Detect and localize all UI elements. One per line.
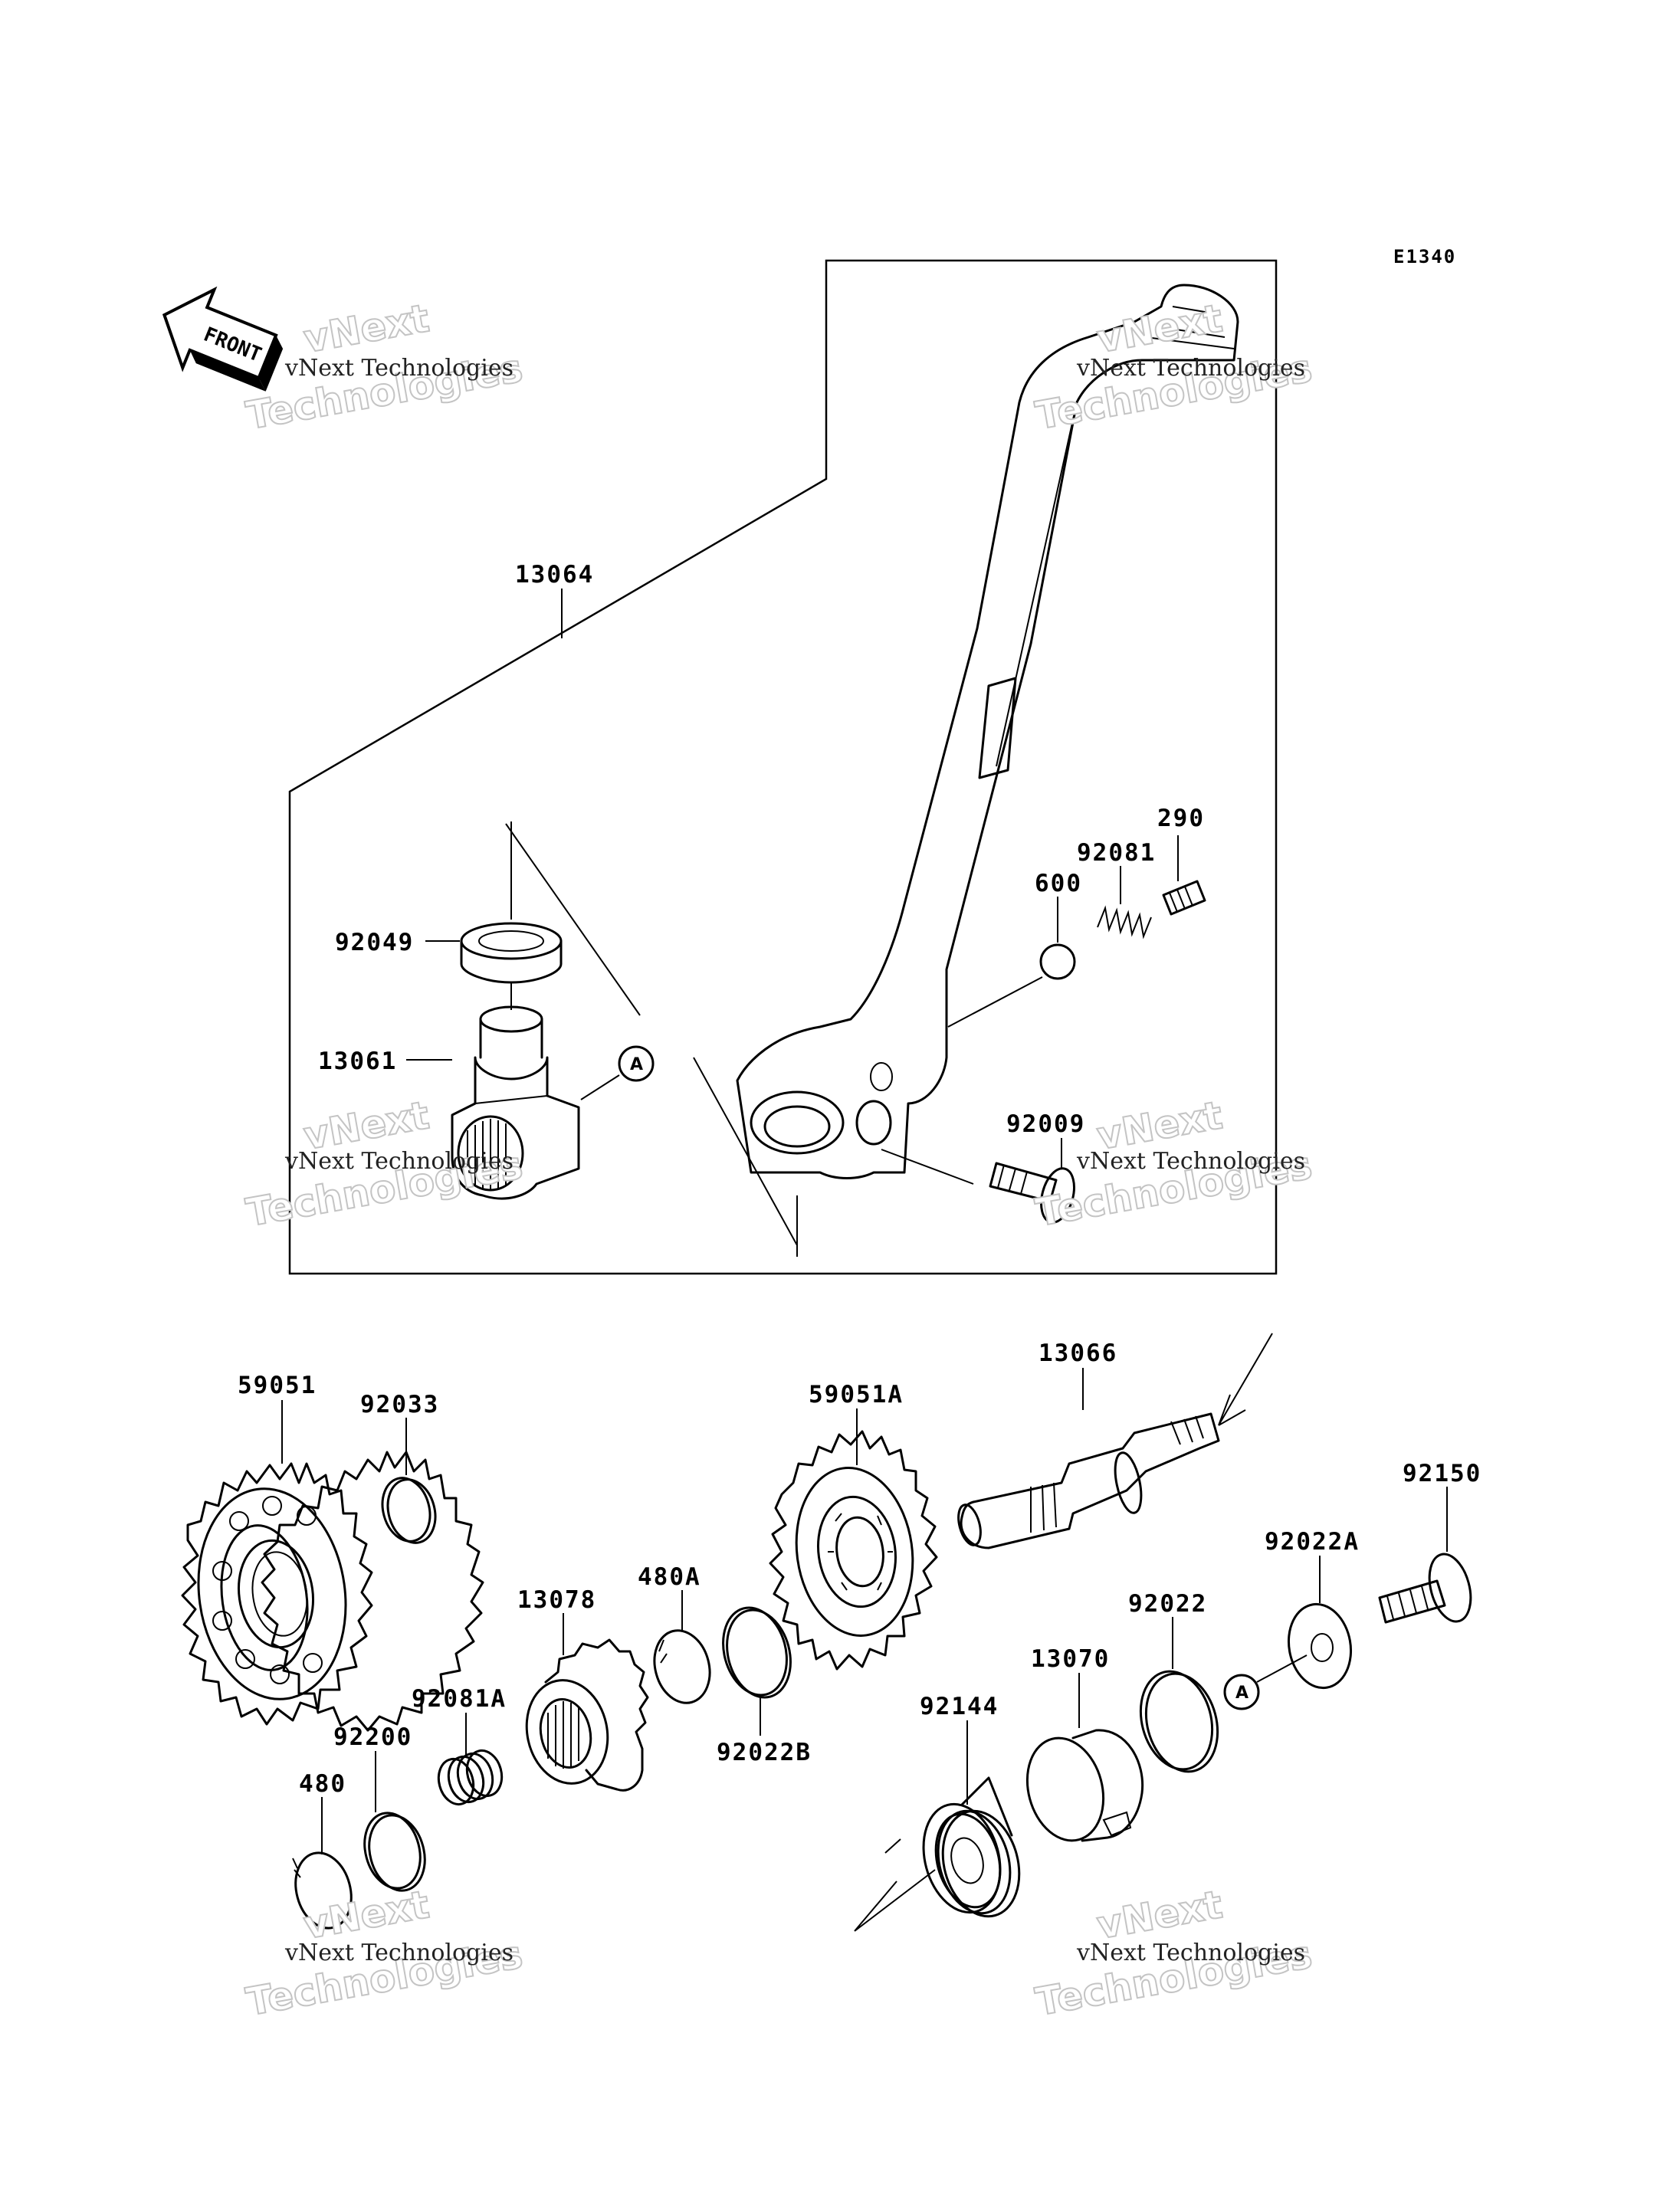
part-label-92022[interactable]: 92022	[1128, 1590, 1207, 1618]
part-label-13070[interactable]: 13070	[1031, 1645, 1110, 1673]
part-label-13066[interactable]: 13066	[1039, 1340, 1117, 1367]
svg-text:vNext Technologies: vNext Technologies	[1076, 1148, 1305, 1175]
watermark-top-left: vNext Technologies vNext Technologies	[242, 295, 527, 439]
svg-text:vNext: vNext	[300, 296, 432, 362]
part-label-290[interactable]: 290	[1157, 805, 1205, 832]
front-arrow-icon: FRONT	[162, 286, 284, 392]
svg-text:vNext: vNext	[1094, 296, 1226, 362]
kick-shaft	[957, 1333, 1273, 1549]
part-label-92009[interactable]: 92009	[1006, 1110, 1085, 1138]
assembly-frame	[288, 259, 1278, 1275]
detent-plug	[1162, 835, 1206, 916]
part-label-92144[interactable]: 92144	[920, 1693, 999, 1720]
svg-text:vNext: vNext	[1094, 1882, 1226, 1948]
kick-boss	[451, 821, 641, 1200]
circlip-480	[292, 1797, 353, 1930]
washer-92200	[363, 1751, 426, 1892]
detent-ball	[1039, 897, 1076, 980]
watermark-bottom-right: vNext Technologies vNext Technologies	[1032, 1881, 1316, 2025]
bolt-92150	[1378, 1487, 1472, 1624]
kick-spring-92144	[854, 1720, 1021, 1932]
part-label-13078[interactable]: 13078	[517, 1586, 596, 1614]
lever-pivot-leaders	[693, 1057, 798, 1257]
part-label-600[interactable]: 600	[1035, 870, 1082, 897]
svg-text:A: A	[1235, 1684, 1249, 1703]
svg-text:vNext Technologies: vNext Technologies	[1076, 355, 1305, 382]
ref-marker-a-top: A	[580, 1045, 655, 1100]
svg-text:vNext Technologies: vNext Technologies	[1076, 1940, 1305, 1966]
part-label-92022a[interactable]: 92022A	[1265, 1528, 1360, 1556]
part-label-92022b[interactable]: 92022B	[717, 1739, 812, 1766]
part-label-13064[interactable]: 13064	[515, 561, 594, 589]
washer-92022b	[722, 1606, 792, 1736]
part-label-480[interactable]: 480	[299, 1770, 346, 1798]
svg-text:A: A	[630, 1055, 643, 1074]
circlip-480a	[653, 1590, 711, 1704]
spring-92081a	[437, 1713, 504, 1806]
watermark-bottom-left: vNext Technologies vNext Technologies	[242, 1881, 527, 2025]
part-label-59051a[interactable]: 59051A	[809, 1381, 904, 1408]
diagram-code: E1340	[1393, 246, 1456, 267]
gear-59051a	[769, 1408, 938, 1671]
part-label-92033[interactable]: 92033	[360, 1391, 439, 1418]
spring-guide-13070	[1025, 1673, 1144, 1842]
washer-92022	[1139, 1617, 1219, 1773]
ratchet-13078	[525, 1613, 649, 1792]
svg-text:vNext Technologies: vNext Technologies	[284, 1940, 514, 1966]
pivot-bolt	[989, 1138, 1075, 1224]
svg-text:vNext Technologies: vNext Technologies	[284, 1148, 514, 1175]
watermark-top-right: vNext Technologies vNext Technologies	[1032, 295, 1316, 439]
svg-text:vNext: vNext	[300, 1882, 432, 1948]
kick-lever	[736, 284, 1239, 1185]
part-label-13061[interactable]: 13061	[318, 1048, 397, 1075]
detent-spring	[1097, 866, 1152, 939]
part-label-59051[interactable]: 59051	[238, 1372, 317, 1399]
part-label-92081[interactable]: 92081	[1077, 839, 1156, 867]
ref-marker-a-bottom: A	[1223, 1654, 1308, 1710]
washer-92022a	[1287, 1556, 1353, 1690]
watermark-mid-left: vNext Technologies vNext Technologies	[242, 1092, 527, 1236]
part-label-92081a[interactable]: 92081A	[412, 1685, 507, 1713]
gear-59051	[181, 1400, 484, 1732]
part-label-92200[interactable]: 92200	[333, 1723, 412, 1751]
part-label-92150[interactable]: 92150	[1403, 1460, 1481, 1487]
svg-text:vNext Technologies: vNext Technologies	[284, 355, 514, 382]
part-label-92049[interactable]: 92049	[335, 929, 414, 956]
washer-92033	[381, 1418, 437, 1544]
part-label-480a[interactable]: 480A	[638, 1563, 701, 1591]
